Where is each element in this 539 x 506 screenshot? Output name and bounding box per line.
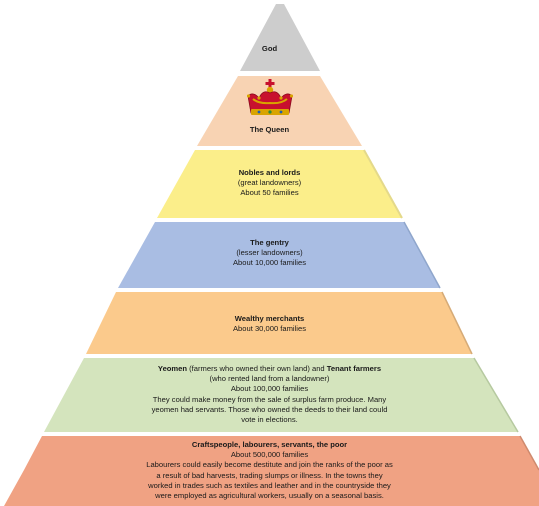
level-nobles-band bbox=[157, 150, 402, 218]
level-yeomen: Yeomen (farmers who owned their own land… bbox=[0, 364, 539, 425]
level-nobles: Nobles and lords (great landowners) Abou… bbox=[0, 168, 539, 199]
level-poor-title: Craftspeople, labourers, servants, the p… bbox=[191, 440, 348, 449]
level-poor-desc: were employed as agricultural workers, u… bbox=[155, 491, 384, 501]
edge-shadow bbox=[473, 357, 519, 433]
level-poor-desc: Labourers could easily become destitute … bbox=[146, 460, 393, 470]
level-god-title: God bbox=[261, 44, 278, 53]
level-tenant-title: Tenant farmers bbox=[326, 364, 382, 373]
level-queen: The Queen bbox=[0, 125, 539, 135]
level-yeomen-title: Yeomen bbox=[157, 364, 188, 373]
level-nobles-subtitle: (great landowners) bbox=[237, 178, 302, 188]
level-gentry: The gentry (lesser landowners) About 10,… bbox=[0, 238, 539, 269]
level-merchants-title: Wealthy merchants bbox=[234, 314, 305, 323]
level-merchants: Wealthy merchants About 30,000 families bbox=[0, 314, 539, 334]
level-merchants-band bbox=[86, 292, 472, 354]
level-gentry-count: About 10,000 families bbox=[232, 258, 307, 268]
level-yeomen-heading: Yeomen (farmers who owned their own land… bbox=[0, 364, 539, 374]
edge-shadow bbox=[441, 291, 473, 355]
level-yeomen-desc: They could make money from the sale of s… bbox=[152, 394, 387, 404]
level-yeomen-title-desc: (farmers who owned their own land) and bbox=[187, 364, 327, 373]
level-gentry-band bbox=[118, 222, 440, 288]
level-poor: Craftspeople, labourers, servants, the p… bbox=[0, 440, 539, 501]
level-god: God bbox=[0, 44, 539, 54]
level-yeomen-desc: yeomen had servants. Those who owned the… bbox=[151, 404, 388, 414]
level-poor-band bbox=[4, 436, 539, 506]
level-queen-title: The Queen bbox=[249, 125, 290, 134]
crown-icon bbox=[247, 79, 293, 115]
level-yeomen-count: About 100,000 families bbox=[230, 384, 309, 394]
edge-shadow bbox=[363, 149, 403, 219]
level-poor-count: About 500,000 families bbox=[230, 450, 309, 460]
level-nobles-title: Nobles and lords bbox=[238, 168, 301, 177]
level-yeomen-subtitle: (who rented land from a landowner) bbox=[209, 374, 330, 384]
edge-shadow bbox=[403, 221, 441, 289]
level-poor-desc: worked in trades such as textiles and le… bbox=[148, 480, 391, 490]
level-god-band bbox=[240, 4, 320, 71]
level-yeomen-band bbox=[44, 358, 518, 432]
level-gentry-subtitle: (lesser landowners) bbox=[236, 248, 303, 258]
level-yeomen-desc: vote in elections. bbox=[241, 415, 298, 425]
level-poor-desc: a result of bad harvests, trading slumps… bbox=[156, 470, 383, 480]
level-merchants-count: About 30,000 families bbox=[232, 324, 307, 334]
level-nobles-count: About 50 families bbox=[240, 188, 299, 198]
edge-shadow bbox=[519, 435, 539, 471]
level-gentry-title: The gentry bbox=[250, 238, 289, 247]
